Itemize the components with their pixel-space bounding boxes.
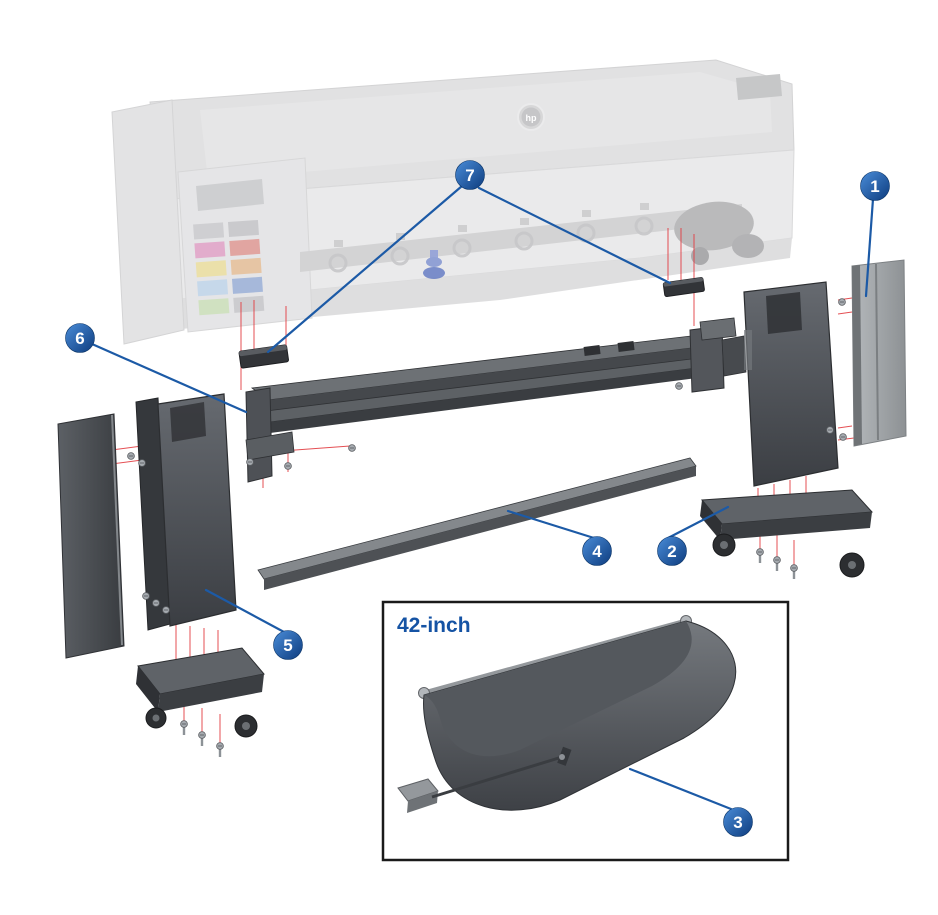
- hp-logo-text: hp: [526, 113, 537, 123]
- right-leg: [743, 281, 839, 487]
- leader-4: [506, 509, 596, 540]
- callout-4-number: 4: [592, 542, 602, 561]
- basket-inner-shade: [424, 621, 692, 757]
- paper-path-band: [300, 204, 742, 272]
- caster-right-front: [712, 533, 736, 557]
- media-hook-mounts: [334, 203, 649, 247]
- leader-7b: [477, 186, 672, 285]
- callout-7: 7: [455, 160, 485, 190]
- callout-1-number: 1: [870, 177, 879, 196]
- inset-box: 42-inch: [381, 600, 790, 862]
- callout-6: 6: [65, 323, 95, 353]
- printer-left-tower: [111, 99, 185, 345]
- callout-5-number: 5: [283, 636, 292, 655]
- leader-6: [90, 342, 248, 414]
- right-leg-cover: [851, 259, 907, 447]
- crossbar: [257, 457, 697, 590]
- leader-5: [204, 588, 286, 634]
- leader-lines: [90, 184, 875, 811]
- roll-knob: [691, 247, 709, 265]
- left-foot: [136, 647, 265, 738]
- spacer-right: [662, 277, 705, 297]
- inset-label: 42-inch: [397, 614, 471, 637]
- control-panel-screen: [196, 179, 264, 211]
- caster-left-front: [145, 707, 167, 729]
- callout-2: 2: [657, 536, 687, 566]
- crossbrace-left-bracket: [245, 387, 273, 483]
- crossbrace-assembly: [245, 317, 747, 483]
- leader-7a: [266, 184, 464, 354]
- caster-left-rear: [234, 714, 258, 738]
- left-leg: [135, 393, 237, 631]
- right-foot: [700, 489, 874, 578]
- leader-2: [666, 505, 730, 540]
- leader-1: [864, 197, 875, 298]
- spacer-left: [238, 344, 289, 369]
- printer-display: [736, 74, 782, 100]
- basket: [397, 615, 737, 813]
- callout-3-number: 3: [733, 813, 742, 832]
- basket-rod: [431, 755, 563, 799]
- leader-3: [628, 767, 733, 811]
- callout-5: 5: [273, 630, 303, 660]
- printer-lid-window: [200, 72, 772, 180]
- printer-illustration: hp: [111, 59, 795, 345]
- callout-3: 3: [723, 807, 753, 837]
- left-leg-cover: [57, 413, 125, 659]
- callout-1: 1: [860, 171, 890, 201]
- callout-4: 4: [582, 536, 612, 566]
- callout-2-number: 2: [667, 542, 676, 561]
- callout-6-number: 6: [75, 329, 84, 348]
- roll-end-hub: [732, 234, 764, 258]
- hp-logo: hp: [517, 103, 545, 131]
- ink-cartridges: [193, 219, 265, 316]
- caster-right-rear: [839, 552, 865, 578]
- spindle-hub: [423, 250, 445, 279]
- media-hooks: [328, 216, 654, 273]
- callout-7-number: 7: [465, 166, 474, 185]
